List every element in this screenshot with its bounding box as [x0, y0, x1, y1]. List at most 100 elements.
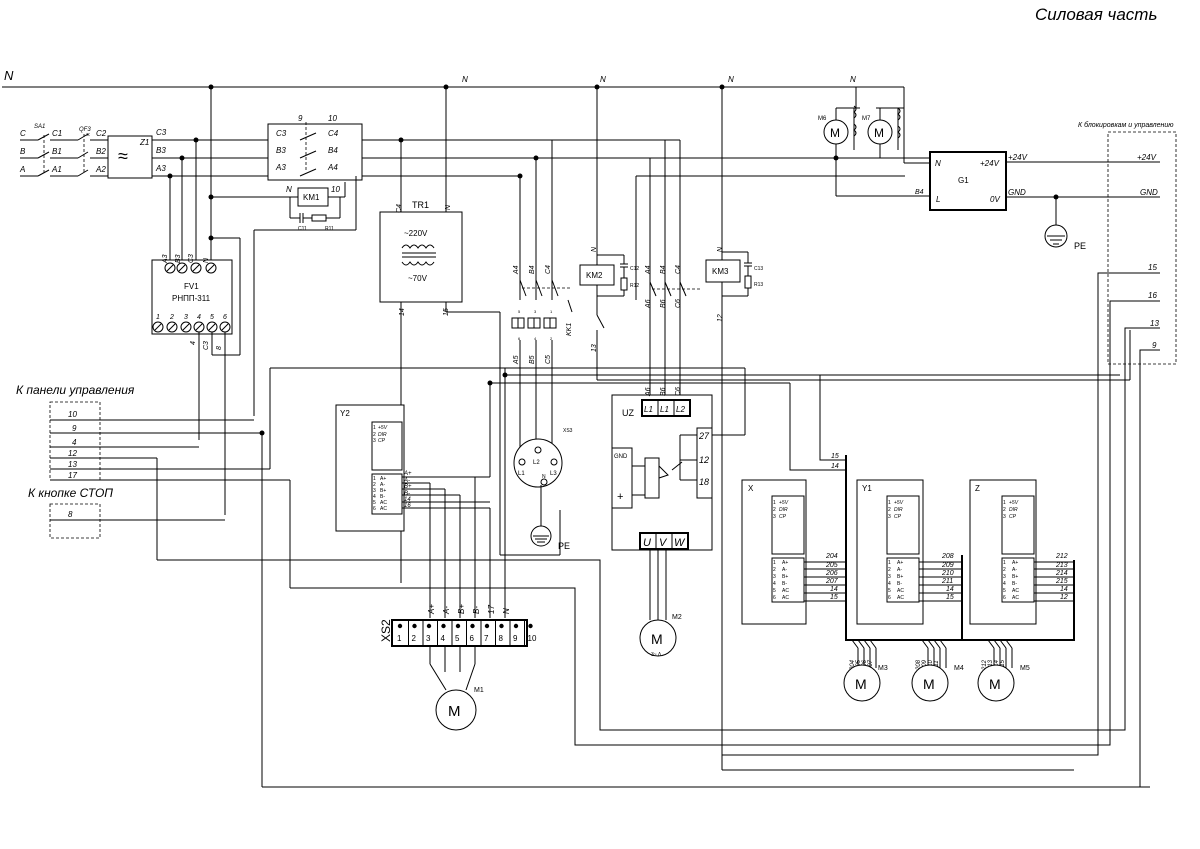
svg-text:+5V: +5V	[779, 500, 789, 506]
phase-inputs: C B A	[19, 129, 38, 177]
svg-text:M7: M7	[862, 116, 871, 122]
svg-text:DIR: DIR	[894, 507, 903, 513]
svg-text:Z: Z	[975, 484, 980, 493]
xs2-pin	[499, 623, 504, 629]
svg-text:A: A	[19, 165, 25, 174]
svg-text:5: 5	[888, 588, 891, 594]
svg-text:1: 1	[550, 309, 553, 314]
svg-text:U: U	[643, 537, 651, 549]
svg-text:12: 12	[699, 455, 709, 465]
svg-text:A-: A-	[782, 567, 787, 573]
svg-text:CP: CP	[1009, 514, 1017, 520]
svg-text:M: M	[989, 676, 1001, 692]
svg-text:4: 4	[373, 494, 376, 500]
km3-relay: A4 B4 C4 A6 B6 C6 N KM3 C13 R13 12	[635, 87, 905, 770]
svg-text:209: 209	[922, 659, 928, 671]
svg-text:N: N	[728, 75, 734, 84]
svg-text:208: 208	[941, 553, 954, 560]
svg-text:GND: GND	[1008, 188, 1026, 197]
svg-text:3: 3	[1003, 514, 1006, 520]
svg-text:12: 12	[68, 449, 77, 458]
svg-text:15: 15	[1148, 263, 1157, 272]
driver-z-wires	[1034, 561, 1074, 602]
svg-text:5: 5	[518, 309, 521, 314]
svg-text:PE: PE	[1074, 241, 1086, 251]
svg-text:+24V: +24V	[980, 159, 1000, 168]
svg-text:10: 10	[328, 114, 337, 123]
svg-text:14: 14	[1060, 586, 1068, 593]
svg-text:B+: B+	[404, 484, 412, 490]
svg-text:B-: B-	[380, 494, 385, 500]
uz-inverter: UZ L1 L1 L2 A6 B6 C6 GND + 27 12 18 U V …	[611, 387, 713, 551]
svg-text:К кнопке СТОП: К кнопке СТОП	[28, 486, 113, 500]
svg-text:207: 207	[825, 578, 839, 585]
svg-text:DIR: DIR	[378, 432, 387, 438]
svg-text:M: M	[855, 676, 867, 692]
svg-text:B6: B6	[660, 299, 667, 308]
svg-text:A-: A-	[1012, 567, 1017, 573]
svg-text:4: 4	[888, 581, 891, 587]
xs2-pin-number: 3	[426, 634, 431, 643]
svg-text:C12: C12	[630, 266, 639, 272]
svg-text:B-: B-	[782, 581, 787, 587]
svg-text:C3: C3	[188, 254, 195, 263]
svg-text:AC: AC	[1012, 588, 1019, 594]
xs2-pin-number: 8	[499, 634, 504, 643]
xs3-socket: L1 L2 L3 N XS3 PE	[513, 428, 573, 551]
svg-text:204: 204	[850, 659, 856, 671]
svg-text:6: 6	[518, 336, 521, 341]
svg-text:+5V: +5V	[378, 425, 388, 431]
svg-text:A+: A+	[427, 604, 436, 615]
qf3-breaker: QF3 × C2 B2 A2	[77, 127, 108, 177]
km2-relay: N KM2 C12 R12 13	[579, 87, 639, 380]
svg-text:N: N	[445, 204, 452, 210]
svg-text:12: 12	[717, 314, 724, 322]
svg-text:211: 211	[934, 660, 940, 671]
svg-text:A-: A-	[897, 567, 902, 573]
xs2-pin	[397, 623, 403, 629]
svg-text:215: 215	[1055, 578, 1068, 585]
svg-text:~70V: ~70V	[408, 274, 428, 283]
svg-text:C3: C3	[203, 341, 210, 350]
svg-text:3: 3	[888, 514, 891, 520]
svg-text:4: 4	[1003, 581, 1006, 587]
svg-text:M4: M4	[954, 665, 964, 672]
svg-text:5: 5	[373, 500, 376, 506]
svg-text:B3: B3	[276, 146, 286, 155]
svg-text:PE: PE	[558, 541, 570, 551]
svg-text:A-: A-	[442, 606, 451, 615]
svg-text:N: N	[502, 608, 511, 614]
m4-motor: M M4	[911, 664, 964, 702]
svg-text:XS2: XS2	[379, 619, 393, 642]
svg-text:15: 15	[831, 453, 839, 460]
svg-text:2: 2	[888, 507, 891, 513]
svg-text:10: 10	[68, 410, 77, 419]
svg-text:4: 4	[197, 314, 201, 321]
svg-text:8: 8	[216, 346, 223, 350]
svg-text:C4: C4	[545, 265, 552, 274]
svg-text:M5: M5	[1020, 665, 1030, 672]
svg-text:C2: C2	[96, 129, 107, 138]
svg-text:4: 4	[773, 581, 776, 587]
svg-text:4: 4	[72, 438, 77, 447]
svg-text:KK1: KK1	[566, 323, 573, 336]
svg-text:+24V: +24V	[1137, 153, 1157, 162]
svg-text:17: 17	[68, 471, 77, 480]
svg-text:2: 2	[373, 432, 376, 438]
svg-text:4: 4	[534, 336, 537, 341]
svg-text:B4: B4	[915, 189, 924, 196]
neutral-bus-label: N	[4, 68, 14, 83]
svg-text:209: 209	[941, 562, 954, 569]
svg-text:A1: A1	[51, 165, 62, 174]
svg-text:B3: B3	[175, 254, 182, 263]
svg-text:B2: B2	[96, 147, 106, 156]
svg-text:3: 3	[373, 488, 376, 494]
svg-text:N: N	[935, 159, 941, 168]
svg-text:212: 212	[982, 659, 988, 671]
page-title: Силовая часть	[1035, 5, 1157, 24]
svg-text:C5: C5	[545, 355, 552, 364]
svg-text:C4: C4	[675, 265, 682, 274]
m7-fan: M7 M	[862, 107, 904, 158]
svg-text:3: 3	[773, 574, 776, 580]
xs2-pin-number: 1	[397, 634, 402, 643]
